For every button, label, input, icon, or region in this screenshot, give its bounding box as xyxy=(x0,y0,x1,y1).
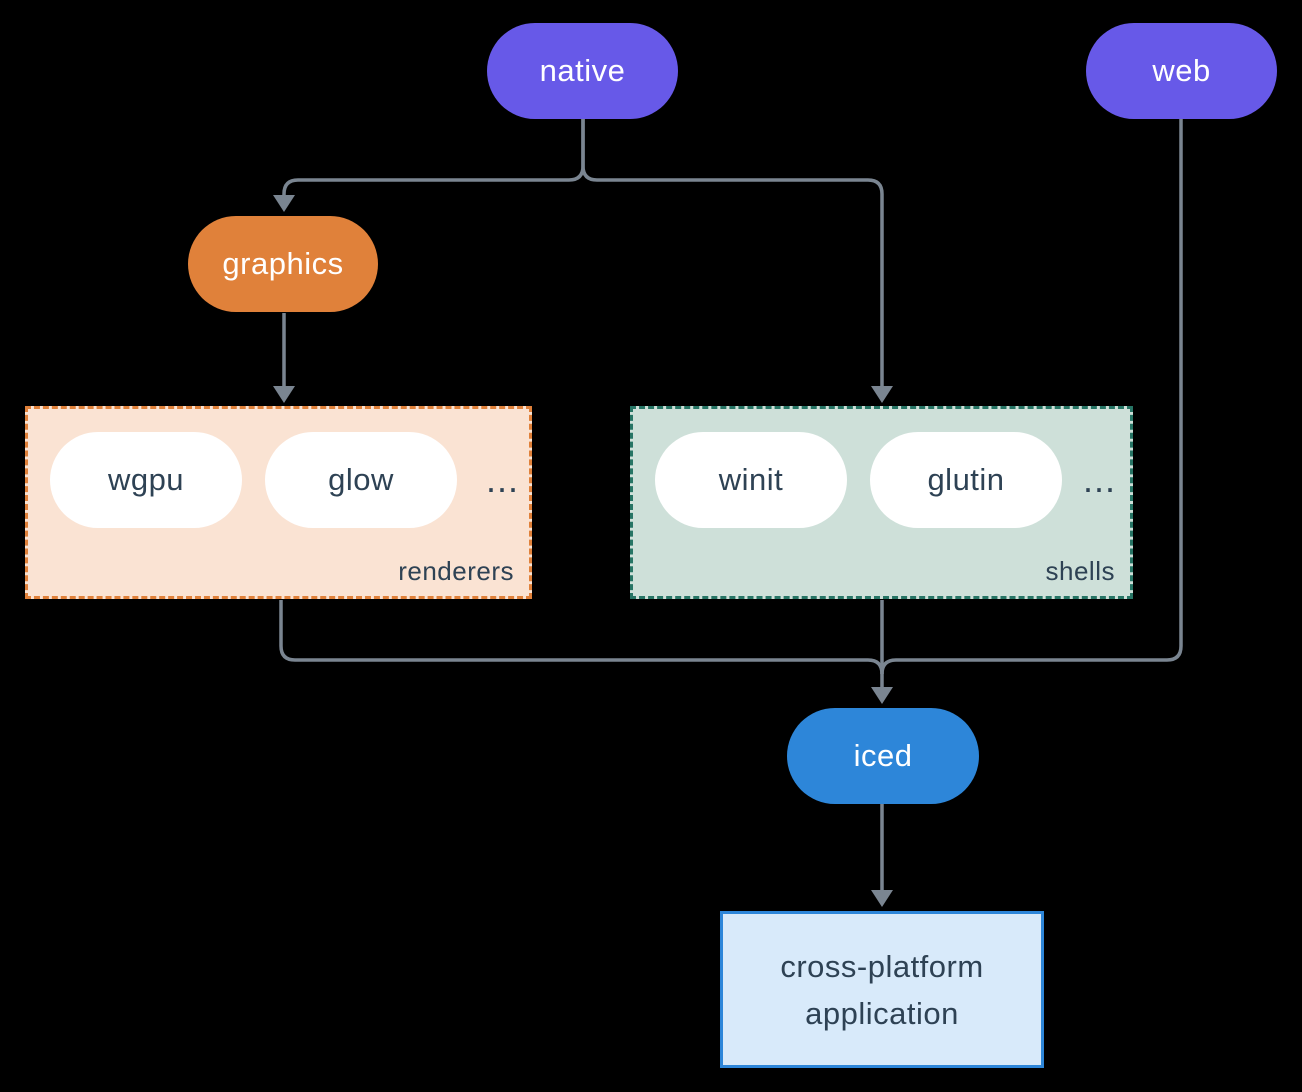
glow-chip: glow xyxy=(265,432,457,528)
renderers-group-label: renderers xyxy=(398,556,514,586)
application-node-label-line2: application xyxy=(805,995,959,1031)
winit-chip-label: winit xyxy=(718,462,784,497)
shells-ellipsis: ... xyxy=(1082,459,1116,500)
winit-chip: winit xyxy=(655,432,847,528)
iced-node: iced xyxy=(787,708,979,804)
renderers-group: wgpu glow ... renderers xyxy=(25,406,532,599)
edge-renderers-to-junction xyxy=(279,600,884,675)
arrowhead-iced xyxy=(871,687,893,704)
iced-node-label: iced xyxy=(853,738,913,773)
arrowhead-shells xyxy=(871,386,893,403)
arrowhead-graphics xyxy=(273,195,295,212)
edge-native-to-graphics xyxy=(282,118,585,196)
web-node-label: web xyxy=(1152,53,1211,88)
native-node: native xyxy=(487,23,678,119)
glow-chip-label: glow xyxy=(328,462,394,497)
shells-group-label: shells xyxy=(1045,556,1115,586)
graphics-node: graphics xyxy=(188,216,378,312)
edge-native-to-shells xyxy=(581,118,884,386)
application-node: cross-platform application xyxy=(720,911,1044,1068)
graphics-node-label: graphics xyxy=(222,246,344,281)
application-node-label-line1: cross-platform xyxy=(780,948,984,984)
glutin-chip-label: glutin xyxy=(927,462,1005,497)
glutin-chip: glutin xyxy=(870,432,1062,528)
renderers-ellipsis: ... xyxy=(485,459,519,500)
arrowhead-application xyxy=(871,890,893,907)
wgpu-chip: wgpu xyxy=(50,432,242,528)
wgpu-chip-label: wgpu xyxy=(107,462,185,497)
shells-group: winit glutin ... shells xyxy=(630,406,1133,599)
native-node-label: native xyxy=(539,53,626,88)
web-node: web xyxy=(1086,23,1277,119)
arrowhead-renderers xyxy=(273,386,295,403)
